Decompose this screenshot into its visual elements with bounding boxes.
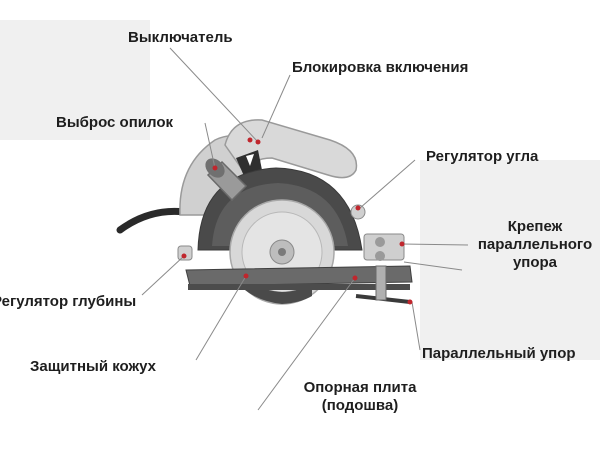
power-cord: [116, 207, 189, 234]
label-depth-regulator: Регулятор глубины: [0, 293, 137, 310]
brand-logo: [246, 154, 254, 166]
marker-base: [352, 275, 358, 281]
base-plate-edge: [188, 284, 410, 290]
fence-mount: [363, 233, 405, 261]
marker-fence-mount: [399, 241, 405, 247]
label-fence-mount: Крепеж параллельного упора: [472, 218, 598, 272]
leader-lines: [141, 47, 469, 411]
label-base-plate: Опорная плита (подошва): [278, 379, 442, 415]
label-angle-regulator: Регулятор угла: [426, 148, 539, 165]
label-base-plate-line2: (подошва): [321, 397, 399, 414]
label-fence-mount-line3: упора: [512, 254, 558, 271]
lower-guard: [232, 270, 312, 304]
background-watermark: [0, 20, 600, 360]
label-lock: Блокировка включения: [292, 59, 469, 76]
label-guard: Защитный кожух: [30, 358, 156, 375]
marker-angle: [355, 205, 361, 211]
marker-guard: [243, 273, 249, 279]
marker-lock: [247, 137, 253, 143]
marker-fence: [407, 299, 413, 305]
label-parallel-fence: Параллельный упор: [422, 345, 576, 362]
marker-dust: [212, 165, 218, 171]
parallel-fence-post: [375, 265, 387, 301]
label-fence-mount-line1: Крепеж: [507, 218, 563, 235]
label-dust-outlet: Выброс опилок: [56, 114, 173, 131]
angle-knob: [350, 204, 366, 220]
label-switch: Выключатель: [128, 29, 233, 46]
marker-depth: [181, 253, 187, 259]
marker-switch: [255, 139, 261, 145]
label-base-plate-line1: Опорная плита: [303, 379, 417, 396]
depth-knob: [177, 245, 193, 261]
label-fence-mount-line2: параллельного: [477, 236, 593, 253]
callout-markers: [181, 137, 413, 305]
